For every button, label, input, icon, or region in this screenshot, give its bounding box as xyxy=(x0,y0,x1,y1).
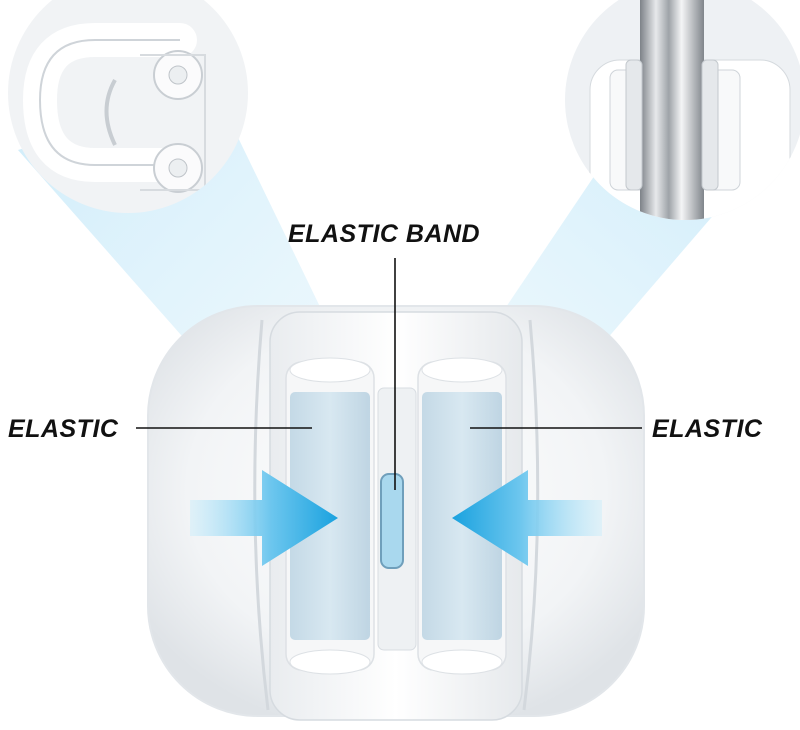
zoom-circle-clamp-top-view xyxy=(8,0,248,213)
label-elastic-left: ELASTIC xyxy=(8,415,119,443)
arrow-left-icon xyxy=(452,470,602,566)
elastic-band xyxy=(380,473,404,569)
arrow-right-icon xyxy=(190,470,338,566)
label-elastic-band: ELASTIC BAND xyxy=(288,220,481,248)
label-elastic-right: ELASTIC xyxy=(652,415,763,443)
chrome-pole xyxy=(640,0,704,220)
zoom-circle-pole-clamp xyxy=(565,0,800,220)
